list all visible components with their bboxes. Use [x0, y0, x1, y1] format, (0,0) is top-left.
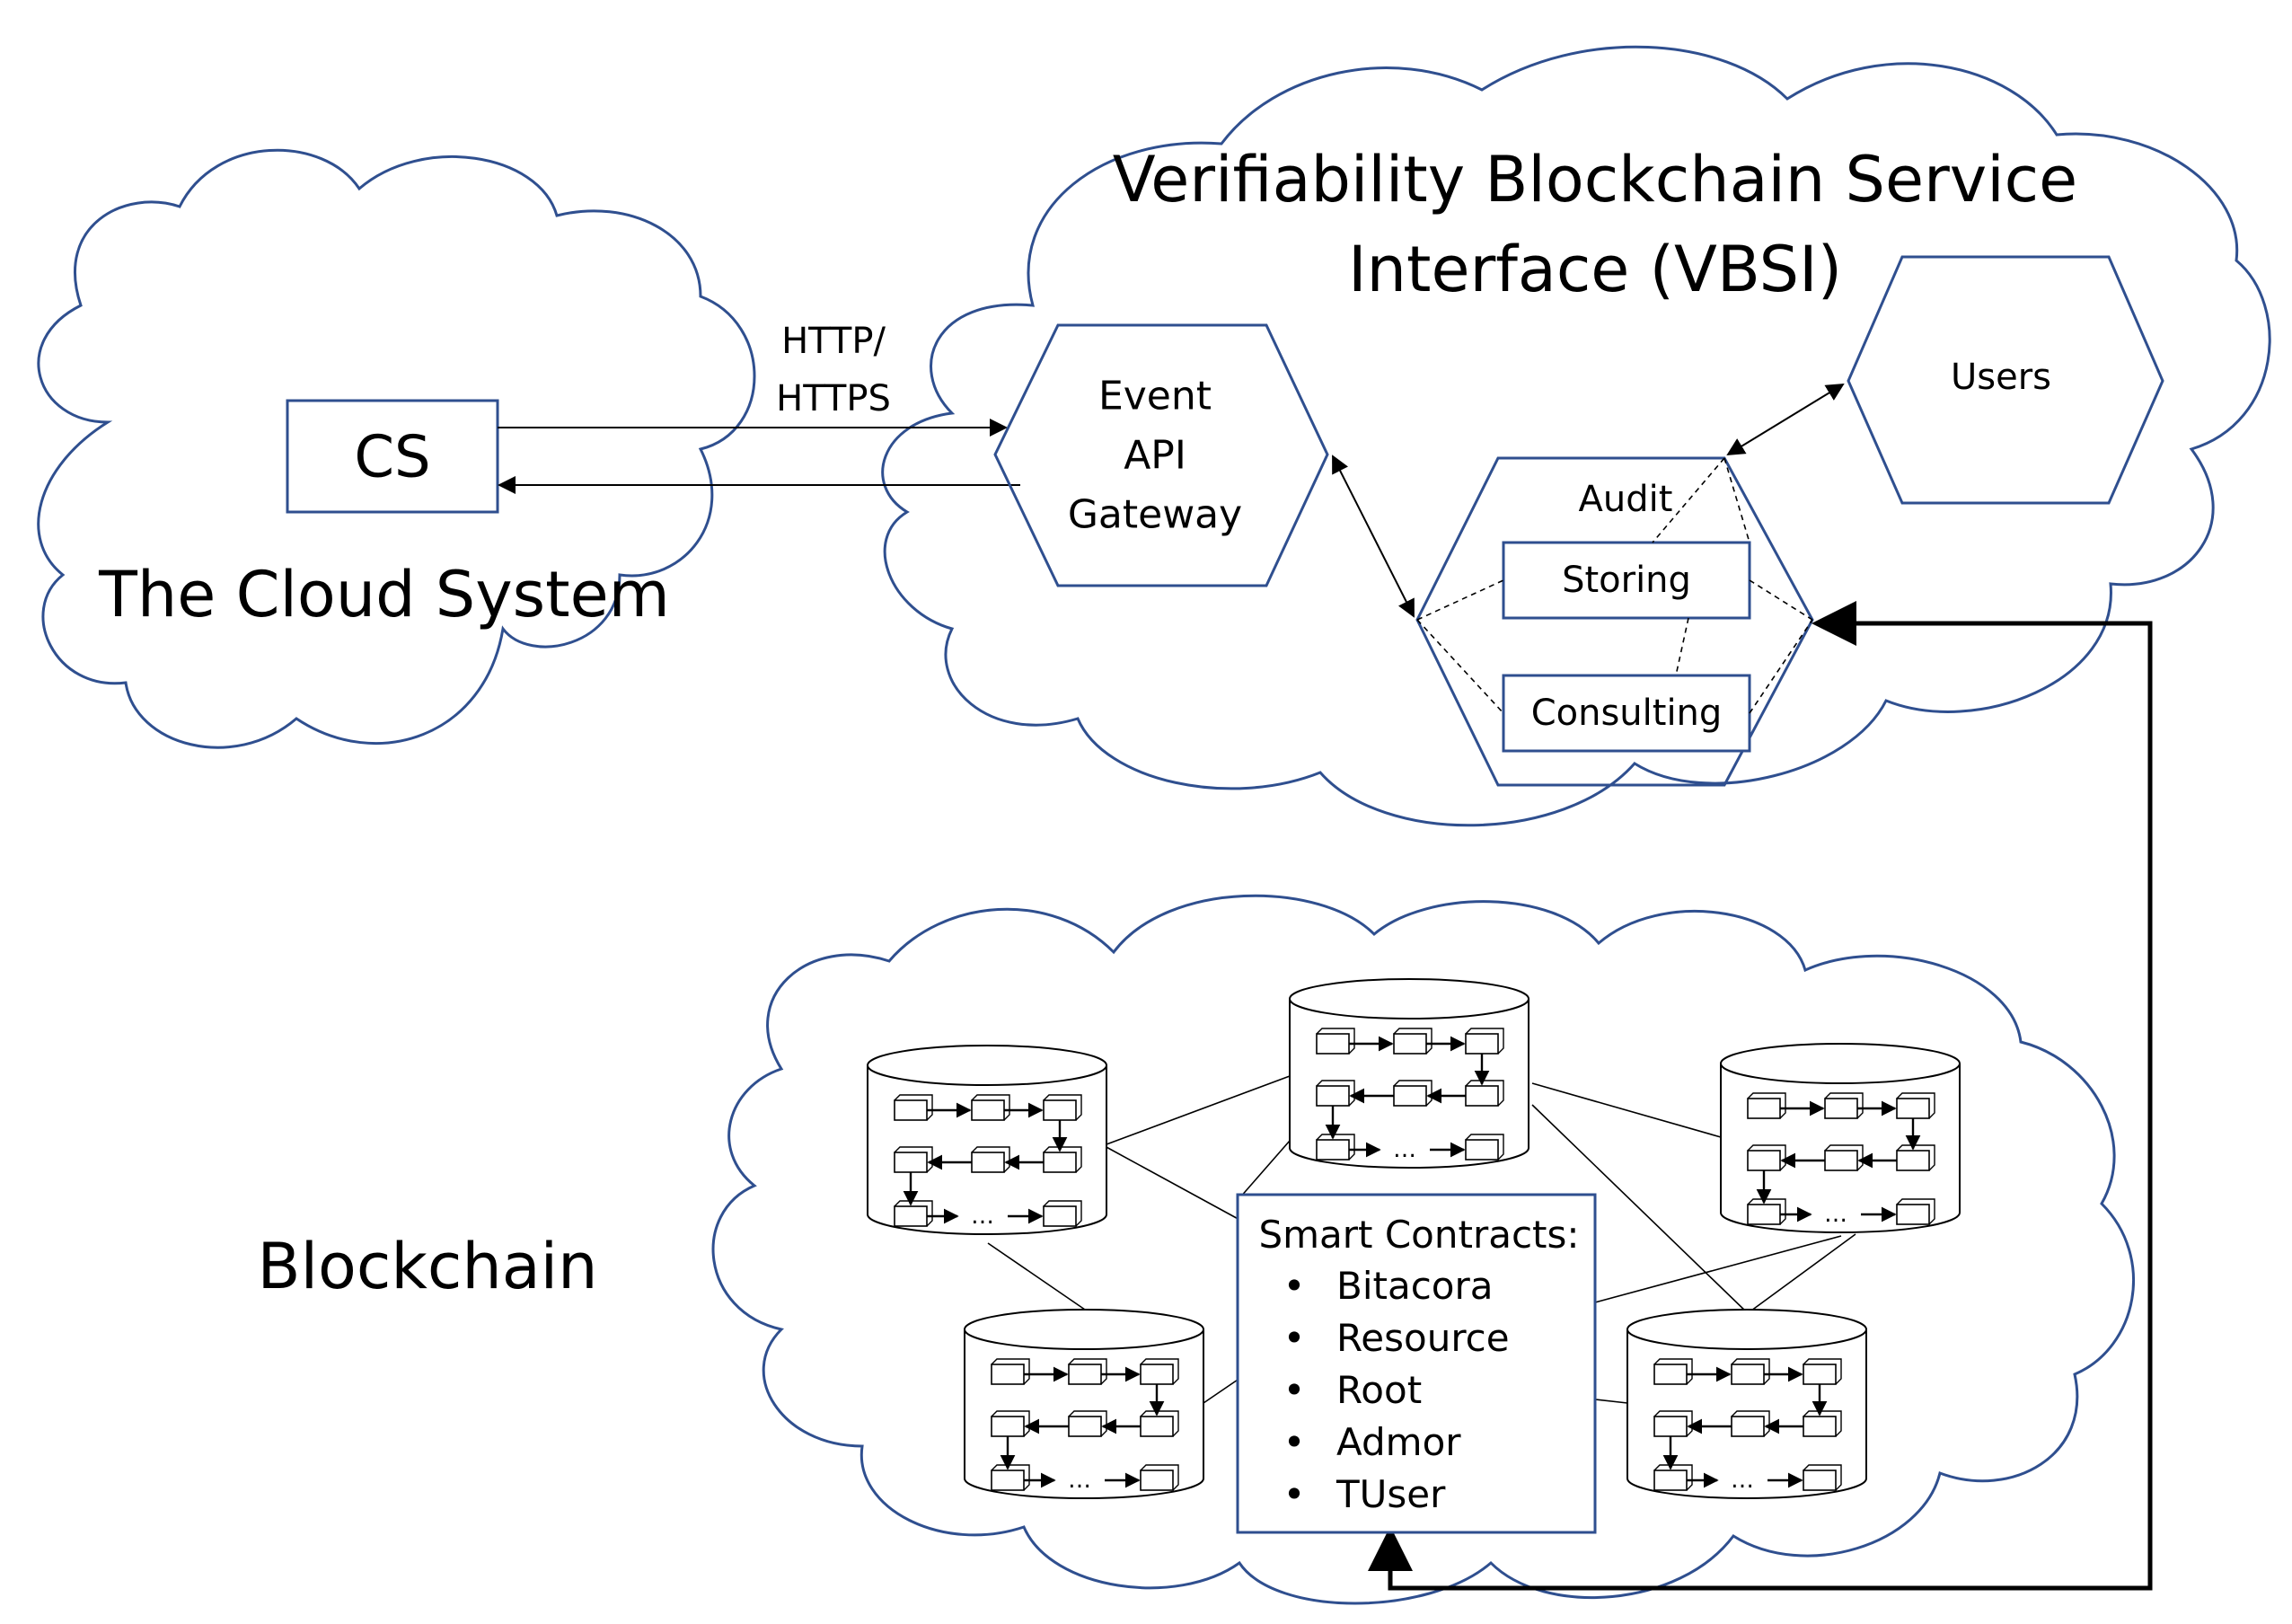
contract-item: •Resource	[1243, 1312, 1595, 1364]
blockchain-node: …	[964, 1309, 1204, 1499]
blockchain-node: …	[1626, 1309, 1867, 1499]
users-label: Users	[1950, 357, 2052, 398]
gateway-label-1: Event	[1098, 373, 1212, 419]
storing-label: Storing	[1562, 560, 1691, 601]
block-icon	[991, 1358, 1030, 1385]
bullet-icon: •	[1283, 1472, 1306, 1516]
storing-box	[1502, 541, 1751, 620]
block-icon	[1896, 1198, 1935, 1225]
vbsi-cloud	[881, 45, 2271, 827]
block-icon	[971, 1146, 1010, 1173]
smart-contracts-title: Smart Contracts:	[1258, 1213, 1580, 1257]
blockchain-node: …	[1289, 978, 1529, 1169]
chain-ellipsis: …	[1068, 1467, 1091, 1494]
block-icon	[1316, 1134, 1355, 1161]
chain-ellipsis: …	[1824, 1201, 1847, 1228]
chain-ellipsis: …	[1393, 1136, 1416, 1163]
chain-ellipsis: …	[1731, 1467, 1754, 1494]
vbsi-title-line1: Verifiability Blockchain Service	[1112, 143, 2078, 216]
block-icon	[1465, 1134, 1504, 1161]
consulting-box	[1502, 674, 1751, 753]
gateway-label-3: Gateway	[1067, 491, 1243, 538]
event-api-gateway-hexagon	[993, 323, 1329, 587]
blockchain-cloud	[711, 894, 2136, 1605]
blockchain-node: …	[1720, 1043, 1961, 1233]
block-icon	[1140, 1464, 1179, 1491]
contract-item: •Bitacora	[1243, 1260, 1595, 1312]
block-icon	[1747, 1092, 1786, 1119]
block-icon	[1803, 1464, 1842, 1491]
blockchain-label: Blockchain	[257, 1230, 598, 1303]
block-icon	[1653, 1464, 1693, 1491]
chain-ellipsis: …	[971, 1203, 994, 1230]
block-icon	[991, 1464, 1030, 1491]
block-icon	[1824, 1144, 1864, 1171]
bullet-icon: •	[1283, 1420, 1306, 1464]
vbsi-title-line2: Interface (VBSI)	[1347, 233, 1843, 306]
block-icon	[1896, 1092, 1935, 1119]
bullet-icon: •	[1283, 1368, 1306, 1412]
block-icon	[1043, 1094, 1082, 1121]
cs-label: CS	[354, 424, 431, 491]
blockchain-node: …	[867, 1045, 1107, 1235]
audit-internal-links	[1416, 457, 1813, 714]
users-hexagon	[1847, 255, 2164, 505]
block-icon	[1140, 1358, 1179, 1385]
bullet-icon: •	[1283, 1264, 1306, 1308]
contract-item: •Admor	[1243, 1417, 1595, 1469]
smart-contracts-list: Smart Contracts: •Bitacora •Resource •Ro…	[1243, 1200, 1595, 1521]
block-icon	[1068, 1358, 1107, 1385]
block-icon	[1393, 1028, 1432, 1055]
block-icon	[894, 1200, 933, 1227]
block-icon	[1043, 1146, 1082, 1173]
cloud-system-label: The Cloud System	[99, 558, 670, 631]
smart-contracts-box	[1236, 1193, 1597, 1534]
node-links	[987, 1075, 1856, 1404]
audit-label: Audit	[1578, 479, 1673, 520]
contract-item: •TUser	[1243, 1469, 1595, 1521]
cloud-system-cloud	[37, 148, 756, 749]
consulting-label: Consulting	[1530, 693, 1723, 734]
contract-item: •Root	[1243, 1364, 1595, 1417]
gateway-label-2: API	[1124, 432, 1186, 479]
block-icon	[1896, 1144, 1935, 1171]
bullet-icon: •	[1283, 1316, 1306, 1360]
cs-box	[286, 399, 499, 514]
protocol-label-1: HTTP/	[781, 321, 886, 362]
audit-users-arrow	[1726, 383, 1845, 456]
protocol-label-2: HTTPS	[776, 378, 891, 419]
block-icon	[1316, 1028, 1355, 1055]
gateway-audit-arrow	[1332, 455, 1415, 618]
block-icon	[1043, 1200, 1082, 1227]
block-icon	[1747, 1198, 1786, 1225]
